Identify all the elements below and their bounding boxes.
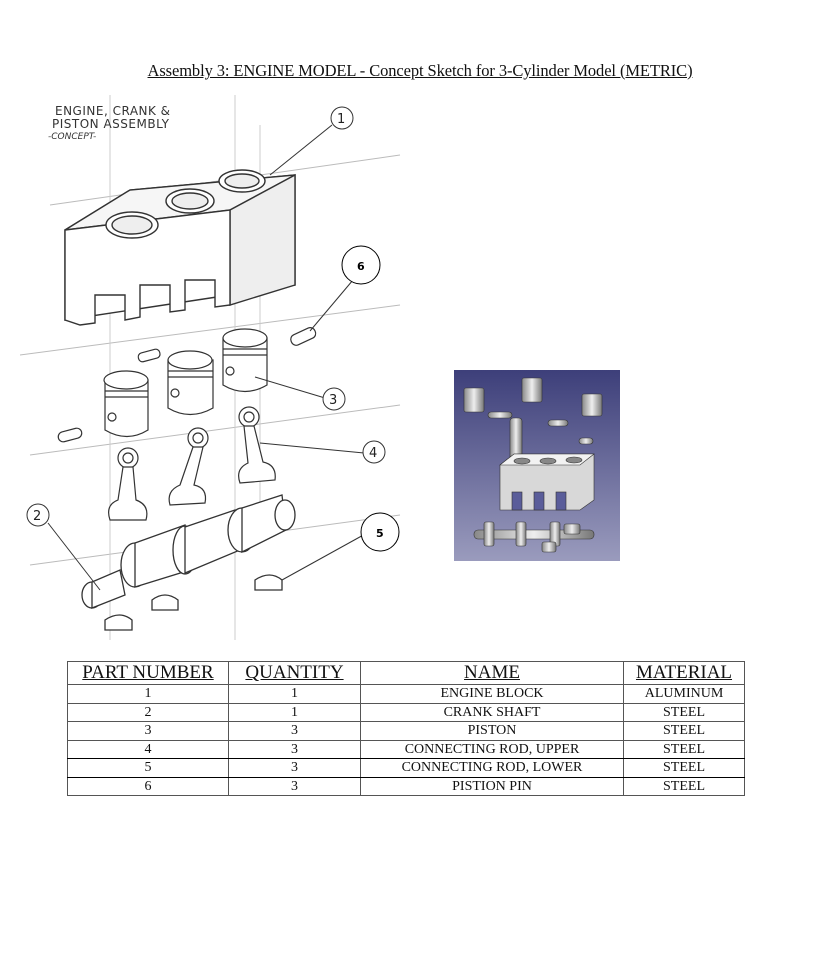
cell-quantity: 1 — [228, 702, 361, 722]
sketch-note-line-1: ENGINE, CRANK & — [55, 104, 171, 118]
cell-material: ALUMINUM — [623, 684, 745, 704]
page-title: Assembly 3: ENGINE MODEL - Concept Sketc… — [147, 61, 693, 80]
column-header-part-number: PART NUMBER — [67, 661, 229, 685]
cell-part-number: 6 — [67, 776, 229, 796]
svg-text:4: 4 — [369, 446, 377, 461]
cell-name: CRANK SHAFT — [360, 702, 624, 722]
cell-name: PISTON — [360, 721, 624, 741]
cell-quantity: 1 — [228, 684, 361, 704]
svg-text:6: 6 — [357, 260, 365, 273]
cell-material: STEEL — [623, 721, 745, 741]
cell-part-number: 3 — [67, 721, 229, 741]
balloon-4: 4 — [362, 440, 386, 464]
cell-material: STEEL — [623, 702, 745, 722]
balloon-2: 2 — [26, 503, 50, 527]
table-row: 2 1 CRANK SHAFT STEEL — [67, 702, 745, 722]
cell-material: STEEL — [623, 758, 745, 778]
engine-block-drawing — [64, 169, 296, 326]
cell-quantity: 3 — [228, 758, 361, 778]
concept-sketch: ENGINE, CRANK & PISTON ASSEMBLY -CONCEPT… — [19, 95, 420, 640]
cell-part-number: 2 — [67, 702, 229, 722]
sketch-note-line-2: PISTON ASSEMBLY — [52, 117, 170, 131]
column-header-material: MATERIAL — [623, 661, 745, 685]
table-row: 3 3 PISTON STEEL — [67, 721, 745, 741]
cad-render-image — [454, 370, 620, 561]
table-header-row: PART NUMBER QUANTITY NAME MATERIAL — [67, 661, 745, 685]
cell-material: STEEL — [623, 739, 745, 759]
cell-name: CONNECTING ROD, UPPER — [360, 739, 624, 759]
crankshaft-drawing — [81, 494, 296, 631]
cell-quantity: 3 — [228, 721, 361, 741]
table-row: 6 3 PISTION PIN STEEL — [67, 776, 745, 796]
balloon-5: 5 — [360, 512, 400, 552]
cell-part-number: 4 — [67, 739, 229, 759]
cell-part-number: 1 — [67, 684, 229, 704]
svg-text:2: 2 — [33, 509, 41, 524]
cell-quantity: 3 — [228, 739, 361, 759]
cell-name: CONNECTING ROD, LOWER — [360, 758, 624, 778]
cell-name: PISTION PIN — [360, 776, 624, 796]
svg-text:3: 3 — [329, 393, 337, 408]
cell-quantity: 3 — [228, 776, 361, 796]
svg-text:1: 1 — [337, 112, 345, 127]
cell-material: STEEL — [623, 776, 745, 796]
pistons-drawing — [57, 327, 317, 443]
balloon-1: 1 — [330, 106, 354, 130]
table-row: 1 1 ENGINE BLOCK ALUMINUM — [67, 684, 745, 704]
table-row: 4 3 CONNECTING ROD, UPPER STEEL — [67, 739, 745, 759]
cell-name: ENGINE BLOCK — [360, 684, 624, 704]
balloon-6: 6 — [341, 245, 381, 285]
column-header-quantity: QUANTITY — [228, 661, 361, 685]
column-header-name: NAME — [360, 661, 624, 685]
parts-list-table: PART NUMBER QUANTITY NAME MATERIAL 1 1 E… — [67, 661, 745, 796]
cell-part-number: 5 — [67, 758, 229, 778]
balloon-3: 3 — [322, 387, 346, 411]
table-row: 5 3 CONNECTING ROD, LOWER STEEL — [67, 758, 745, 778]
svg-text:5: 5 — [376, 527, 384, 540]
sketch-note-line-3: -CONCEPT- — [48, 132, 96, 142]
connecting-rods-drawing — [108, 406, 276, 521]
